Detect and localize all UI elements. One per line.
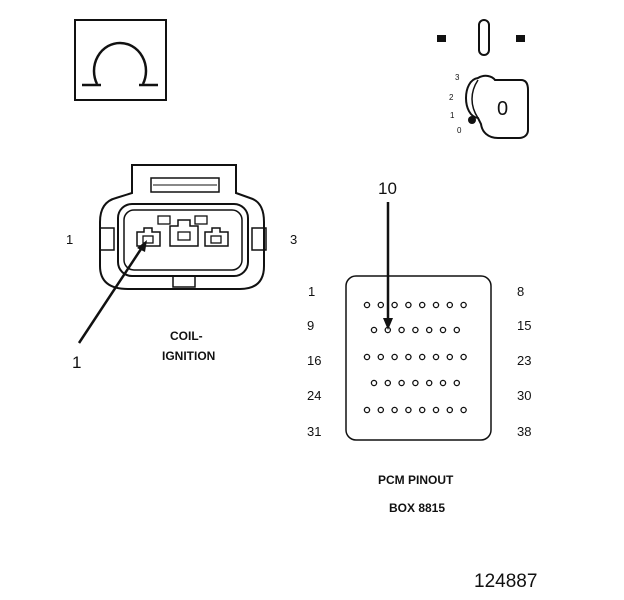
pcm-pin-8 [460, 301, 467, 309]
coil-pin-2 [157, 215, 208, 247]
pcm-left-label-4: 24 [307, 388, 321, 403]
pcm-pin-37 [446, 406, 454, 414]
pcm-right-label-3: 23 [517, 353, 531, 368]
ohm-icon [92, 41, 148, 85]
coil-side-tab-left [99, 227, 115, 251]
pcm-pin-35 [418, 406, 426, 414]
pcm-pin-grid [363, 301, 467, 414]
pcm-pin-17 [377, 353, 385, 361]
pcm-connector: 10 1 9 16 24 31 8 15 23 30 38 PCM PINOUT… [307, 179, 531, 515]
coil-pin-3 [204, 227, 229, 247]
pcm-pin-15 [453, 326, 461, 334]
key-dash-right [516, 35, 525, 42]
coil-callout-arrowhead [137, 240, 147, 252]
pcm-pin-25 [384, 379, 392, 387]
pcm-title-line1: PCM PINOUT [378, 473, 454, 487]
key-slot-icon [478, 19, 490, 56]
pcm-pin-21 [432, 353, 440, 361]
pcm-pin-3 [391, 301, 398, 309]
pcm-pin-33 [391, 406, 398, 414]
coil-side-tab-right [251, 227, 267, 251]
pcm-left-label-3: 16 [307, 353, 321, 368]
key-position-1: 1 [450, 111, 455, 120]
key-icon [465, 74, 529, 139]
pcm-pin-27 [412, 379, 419, 387]
coil-latch [150, 177, 220, 193]
pcm-pin-9 [370, 326, 378, 334]
coil-name-line2: IGNITION [162, 349, 215, 363]
coil-connector-housing [99, 164, 265, 290]
pcm-pin-23 [460, 353, 467, 361]
pcm-pin-22 [446, 353, 454, 361]
key-position-3: 3 [455, 73, 460, 82]
pcm-pin-7 [446, 301, 454, 309]
pcm-pin-4 [405, 301, 412, 309]
coil-connector: 1 3 1 COIL- IGNITION [66, 164, 297, 372]
key-cylinder-icon [471, 79, 479, 119]
coil-bottom-key [172, 276, 196, 288]
pcm-pin-14 [439, 326, 447, 334]
ignition-key-symbol: 3 2 1 0 0 [437, 19, 529, 139]
pcm-pin-19 [405, 353, 412, 361]
pcm-pin-12 [412, 326, 419, 334]
pcm-title-line2: BOX 8815 [389, 501, 445, 515]
pcm-left-label-1: 1 [308, 284, 315, 299]
key-label: 0 [497, 98, 508, 120]
pcm-pin-34 [405, 406, 412, 414]
pcm-right-label-2: 15 [517, 318, 531, 333]
coil-callout-arrow [77, 245, 145, 344]
pcm-pin-13 [425, 326, 433, 334]
pcm-pin-16 [363, 353, 371, 361]
pcm-pin-31 [363, 406, 371, 414]
pcm-left-label-5: 31 [307, 424, 321, 439]
coil-pin-label-right: 3 [290, 232, 297, 247]
pcm-pin-18 [391, 353, 398, 361]
pcm-pin-2 [377, 301, 385, 309]
pcm-pin-36 [432, 406, 440, 414]
pcm-pin-20 [418, 353, 426, 361]
pcm-pin-38 [460, 406, 467, 414]
coil-name-line1: COIL- [170, 329, 203, 343]
pcm-right-label-5: 38 [517, 424, 531, 439]
coil-connector-inner [117, 203, 249, 277]
figure-number: 124887 [474, 571, 537, 592]
pcm-callout-label: 10 [378, 179, 397, 198]
pcm-callout-arrowhead [383, 318, 393, 330]
coil-pin-label-left: 1 [66, 232, 73, 247]
ohmmeter-symbol: Ω [74, 19, 167, 101]
key-position-dot [468, 116, 476, 124]
pcm-pin-32 [377, 406, 385, 414]
ohm-frame [74, 19, 167, 101]
pcm-pin-5 [418, 301, 426, 309]
key-position-0: 0 [457, 126, 462, 135]
pcm-pin-1 [363, 301, 371, 309]
pcm-pin-30 [453, 379, 461, 387]
pcm-pin-24 [370, 379, 378, 387]
pcm-pin-11 [398, 326, 405, 334]
pcm-right-label-1: 8 [517, 284, 524, 299]
coil-callout-label: 1 [72, 353, 81, 372]
key-dash-left [437, 35, 446, 42]
pcm-pin-26 [398, 379, 405, 387]
coil-connector-face [123, 209, 243, 271]
pcm-left-label-2: 9 [307, 318, 314, 333]
pcm-right-label-4: 30 [517, 388, 531, 403]
pcm-connector-housing [345, 275, 492, 441]
pcm-pin-29 [439, 379, 447, 387]
pcm-pin-28 [425, 379, 433, 387]
key-position-2: 2 [449, 93, 454, 102]
coil-pin-1 [136, 227, 161, 247]
pcm-pin-6 [432, 301, 440, 309]
